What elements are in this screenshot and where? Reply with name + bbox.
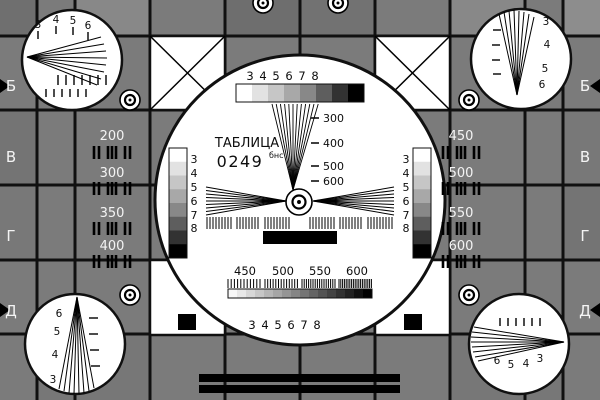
- corner-digit: 3: [543, 16, 550, 28]
- bottom-grayscale-strip: [227, 288, 373, 299]
- side-resolution-label-right: 500: [449, 166, 474, 181]
- burst-label: 500: [272, 264, 294, 278]
- right-step-digit: 3: [403, 153, 410, 166]
- corner-circle-top-right: 3 4 5 6: [469, 7, 573, 111]
- bottom-scale-digit: 7: [300, 318, 307, 332]
- burst-label: 600: [346, 264, 368, 278]
- corner-digit: 5: [508, 359, 515, 371]
- bottom-scale-digit: 4: [261, 318, 268, 332]
- left-step-digit: 7: [191, 209, 198, 222]
- bottom-scale-digit: 6: [287, 318, 294, 332]
- corner-circle-bottom-right: 6 5 4 3: [467, 292, 571, 396]
- bottom-black-bar-2: [199, 385, 400, 393]
- top-scale-digit: 4: [259, 69, 266, 83]
- top-scale-digit: 3: [246, 69, 253, 83]
- corner-digit: 3: [35, 19, 42, 31]
- black-square-right: [404, 314, 422, 330]
- top-scale-digit: 7: [298, 69, 305, 83]
- corner-digit: 5: [70, 15, 77, 27]
- side-resolution-label-left: 300: [100, 166, 125, 181]
- corner-digit: 5: [54, 326, 61, 338]
- vertical-resolution-wedge: [271, 103, 319, 191]
- corner-circle-top-left: 3 4 5 6: [20, 8, 124, 112]
- right-step-digit: 8: [403, 222, 410, 235]
- bottom-scale-digit: 3: [248, 318, 255, 332]
- corner-digit: 6: [539, 79, 546, 91]
- corner-digit: 6: [494, 355, 501, 367]
- corner-digit: 5: [542, 63, 549, 75]
- corner-circle: [23, 292, 127, 396]
- top-scale-digit: 8: [311, 69, 318, 83]
- left-step-digit: 4: [191, 167, 198, 180]
- row-letter-right: Д: [579, 302, 591, 320]
- black-reference-bar: [263, 231, 337, 244]
- side-resolution-label-right: 550: [449, 206, 474, 221]
- right-grayscale-steps: [412, 147, 432, 259]
- top-scale-digit: 5: [272, 69, 279, 83]
- side-resolution-label-left: 200: [100, 129, 125, 144]
- corner-digit: 6: [56, 308, 63, 320]
- right-step-digit: 4: [403, 167, 410, 180]
- row-letter-left: В: [6, 148, 16, 166]
- top-left-wedge-pattern: [26, 26, 108, 97]
- row-letter-left: Б: [6, 77, 16, 95]
- edge-triangle-markers: [0, 79, 600, 317]
- left-step-digit: 8: [191, 222, 198, 235]
- card-number: 0249: [217, 152, 264, 171]
- row-letter-right: В: [580, 148, 590, 166]
- left-grayscale-steps: [168, 147, 188, 259]
- horizontal-resolution-wedges: [205, 186, 395, 216]
- wedge-label: 400: [323, 137, 344, 150]
- side-resolution-label-right: 600: [449, 239, 474, 254]
- bottom-scale-digit: 8: [313, 318, 320, 332]
- bottom-scale-digit: 5: [274, 318, 281, 332]
- frequency-burst-strip: [227, 279, 372, 288]
- bottom-right-wedge-pattern: [470, 318, 565, 362]
- right-step-digit: 5: [403, 181, 410, 194]
- center-bullseye-target: [285, 188, 313, 216]
- top-grayscale-steps: [235, 83, 365, 103]
- corner-circle-bottom-left: 6 5 4 3: [23, 292, 127, 396]
- row-letter-right: Г: [580, 227, 589, 245]
- row-letter-left: Г: [6, 227, 15, 245]
- right-step-digit: 7: [403, 209, 410, 222]
- burst-label: 550: [309, 264, 331, 278]
- bottom-black-bar-1: [199, 374, 400, 382]
- left-step-digit: 5: [191, 181, 198, 194]
- side-resolution-label-left: 400: [100, 239, 125, 254]
- corner-digit: 4: [523, 358, 530, 370]
- top-right-wedge-pattern: [492, 9, 535, 96]
- corner-digit: 4: [52, 349, 59, 361]
- left-step-digit: 6: [191, 195, 198, 208]
- corner-digit: 6: [85, 20, 92, 32]
- card-title: ТАБЛИЦА: [214, 136, 279, 151]
- corner-digit: 4: [53, 14, 60, 26]
- black-square-left: [178, 314, 196, 330]
- side-resolution-label-right: 450: [449, 129, 474, 144]
- bottom-left-wedge-pattern: [58, 296, 100, 395]
- row-letter-right: Б: [580, 77, 590, 95]
- corner-digit: 4: [544, 39, 551, 51]
- wedge-label: 500: [323, 160, 344, 173]
- corner-digit: 3: [537, 353, 544, 365]
- card-number-superscript: бнс: [269, 151, 284, 160]
- wedge-label: 600: [323, 175, 344, 188]
- right-step-digit: 6: [403, 195, 410, 208]
- burst-label: 450: [234, 264, 256, 278]
- wedge-label: 300: [323, 112, 344, 125]
- top-scale-digit: 6: [285, 69, 292, 83]
- side-resolution-marks: [92, 146, 481, 268]
- left-step-digit: 3: [191, 153, 198, 166]
- bullseye-targets: [119, 0, 480, 306]
- side-resolution-label-left: 350: [100, 206, 125, 221]
- row-letter-left: Д: [5, 302, 17, 320]
- corner-digit: 3: [50, 374, 57, 386]
- central-circle-group: 3 4 5 6 7 8 300 400 500 600 ТАБЛИЦА 0249…: [153, 53, 447, 347]
- corner-circle: [469, 7, 573, 111]
- center-line-bursts: [206, 217, 393, 229]
